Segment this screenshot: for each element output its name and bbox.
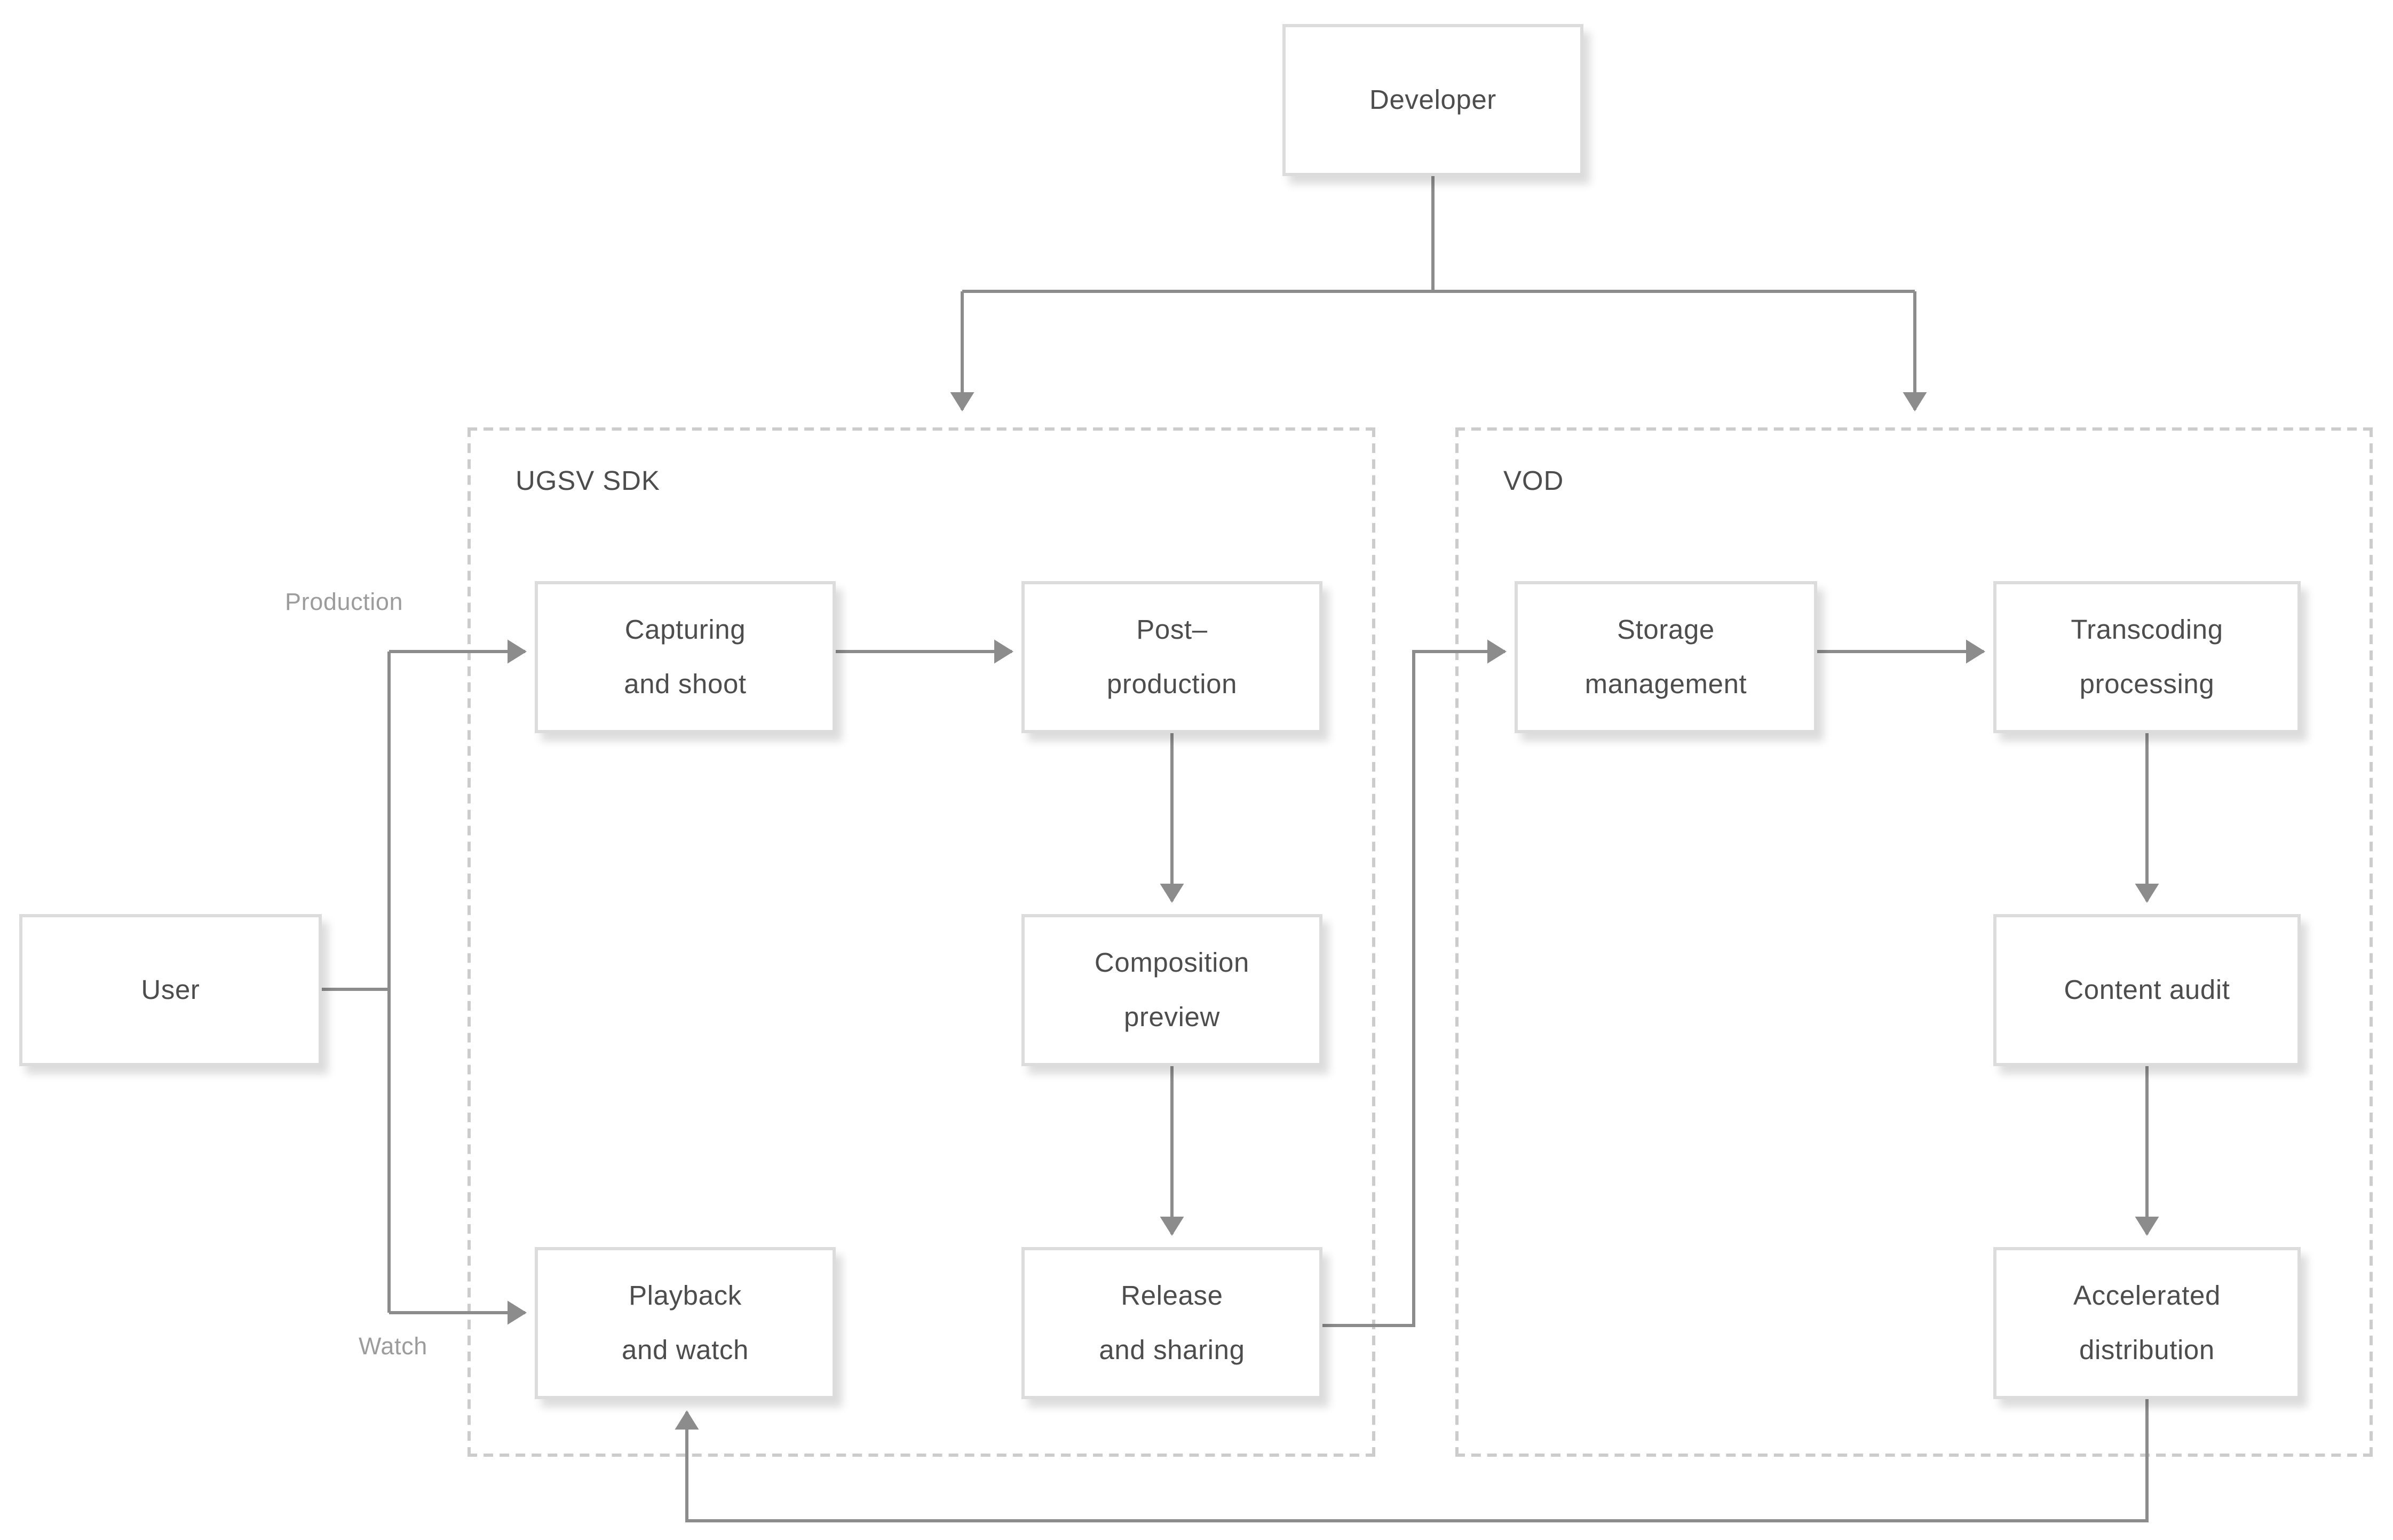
group-vod-label: VOD [1503, 466, 1564, 496]
node-capturing-and-shoot: Capturing and shoot [535, 581, 836, 733]
edge-label-watch: Watch [359, 1333, 427, 1361]
node-post-production: Post– production [1021, 581, 1322, 733]
node-playback-and-watch: Playback and watch [535, 1247, 836, 1399]
node-composition-preview: Composition preview [1021, 914, 1322, 1066]
node-release-and-sharing: Release and sharing [1021, 1247, 1322, 1399]
node-content-audit: Content audit [1993, 914, 2301, 1066]
node-accelerated-distribution: Accelerated distribution [1993, 1247, 2301, 1399]
node-user: User [19, 914, 322, 1066]
edge-user-branch [322, 652, 391, 1313]
edge-label-production: Production [285, 589, 403, 616]
group-ugsv-sdk-label: UGSV SDK [516, 466, 660, 496]
node-storage-management: Storage management [1515, 581, 1817, 733]
node-transcoding-processing: Transcoding processing [1993, 581, 2301, 733]
edge-developer-split [962, 176, 1915, 293]
node-developer: Developer [1282, 24, 1583, 176]
